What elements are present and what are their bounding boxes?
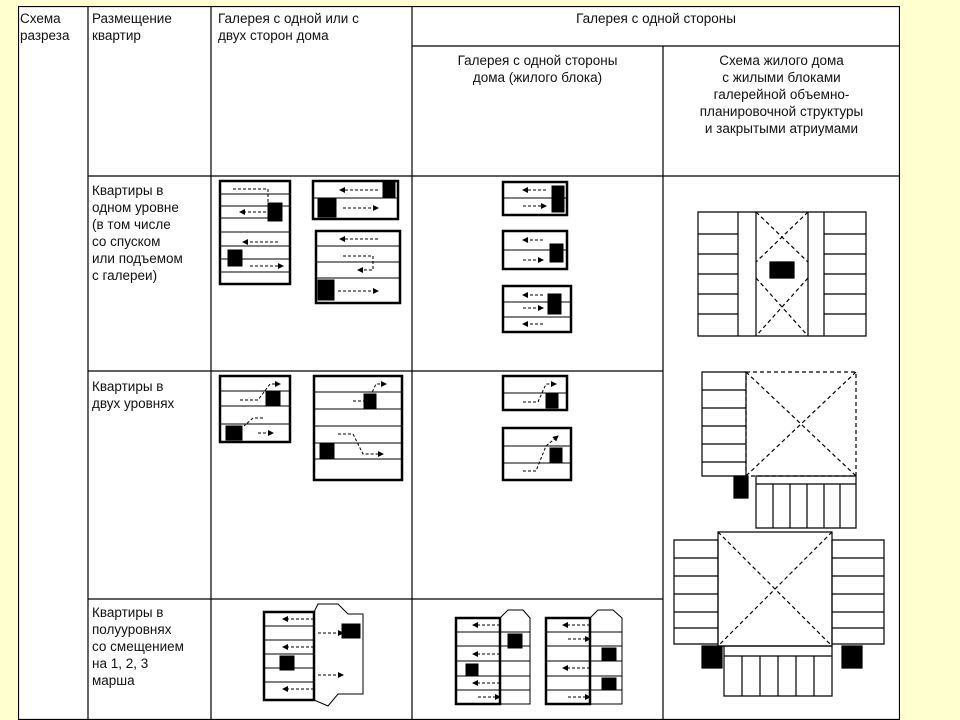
plan-split-level-1 bbox=[264, 604, 363, 706]
header-gallery-block: Галерея с одной стороны дома (жилого бло… bbox=[457, 53, 618, 85]
plan-one-level-gallery-both bbox=[220, 181, 290, 284]
header-atrium-scheme: Схема жилого дома с жилыми блоками галер… bbox=[699, 53, 864, 136]
row2-diagrams bbox=[18, 6, 900, 720]
plan-duplex-2 bbox=[314, 376, 402, 480]
header-apartment-placement: Размещение квартир bbox=[92, 11, 172, 43]
plan-one-level-stairs bbox=[316, 231, 400, 303]
plan-duplex-block-1 bbox=[503, 376, 567, 410]
plan-gallery-block-1 bbox=[503, 182, 567, 215]
plan-gallery-block-2 bbox=[503, 231, 567, 269]
plan-gallery-block-3 bbox=[503, 286, 571, 332]
header-section-scheme: Схема разреза bbox=[20, 11, 70, 43]
plan-duplex-1 bbox=[220, 376, 290, 442]
comparison-table: Схема разреза Размещение квартир Галерея… bbox=[18, 6, 900, 720]
plan-split-level-3 bbox=[546, 610, 622, 704]
plan-atrium-1 bbox=[698, 212, 866, 336]
row1-diagrams bbox=[18, 6, 900, 720]
header-gallery-one-or-two-sides: Галерея с одной или с двух сторон дома bbox=[218, 11, 359, 43]
plan-atrium-3 bbox=[674, 532, 884, 696]
plan-duplex-block-2 bbox=[503, 428, 571, 480]
header-gallery-one-side: Галерея с одной стороны bbox=[576, 11, 736, 26]
plan-atrium-2 bbox=[702, 372, 856, 528]
row-label-two-levels: Квартиры в двух уровнях bbox=[92, 379, 175, 411]
row-label-half-levels: Квартиры в полууровнях со смещением на 1… bbox=[92, 605, 184, 688]
row-label-one-level: Квартиры в одном уровне (в том числе со … bbox=[92, 183, 183, 283]
plan-one-level-small bbox=[313, 181, 398, 219]
plan-split-level-2 bbox=[456, 610, 530, 704]
row3-diagrams bbox=[18, 6, 900, 720]
